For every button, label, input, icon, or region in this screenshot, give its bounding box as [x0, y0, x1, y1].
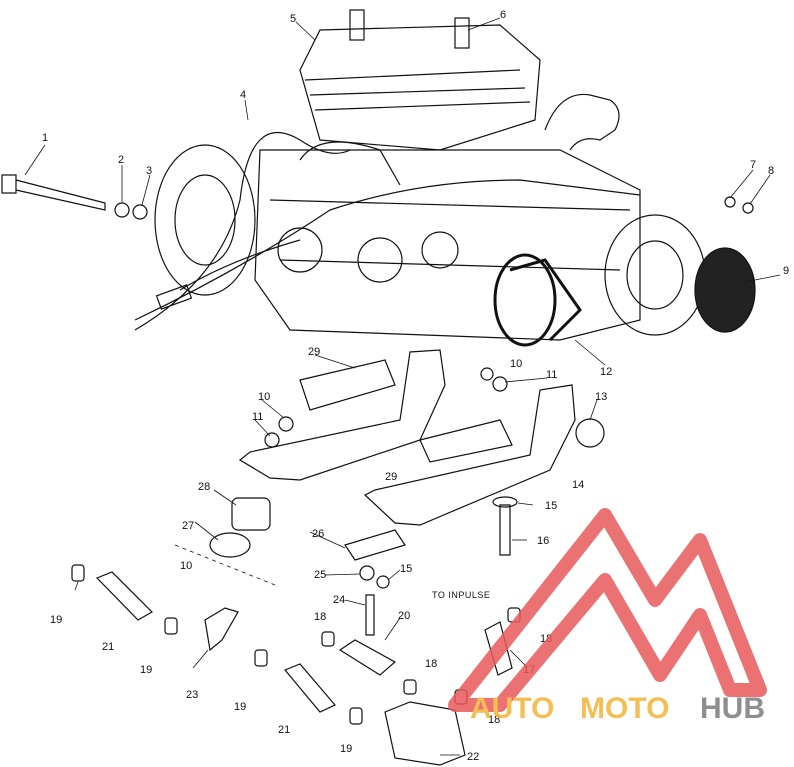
hose-21b — [284, 663, 336, 713]
washer-15 — [376, 575, 390, 589]
callout-20: 20 — [398, 610, 410, 622]
callout-9: 9 — [783, 265, 789, 277]
plug-13 — [575, 418, 605, 448]
cylinder-head — [299, 9, 541, 151]
callout-18a: 18 — [314, 611, 326, 623]
rubber-mount — [231, 497, 271, 531]
callout-18c: 18 — [488, 714, 500, 726]
long-bolt — [1, 174, 106, 211]
washer-11b — [492, 376, 508, 392]
mount-shim-left — [299, 359, 396, 411]
callout-19d: 19 — [340, 743, 352, 755]
nut-10 — [278, 416, 294, 432]
engine-mount-bracket-right — [363, 384, 576, 526]
hose-18b — [403, 679, 417, 695]
hose-19d — [349, 707, 363, 725]
callout-15a: 15 — [545, 500, 557, 512]
screw-right — [742, 202, 754, 214]
washer-11 — [264, 432, 280, 448]
watermark-moto: MOTO — [580, 692, 669, 725]
callout-12: 12 — [600, 366, 612, 378]
callout-22: 22 — [467, 751, 479, 763]
callout-2: 2 — [118, 154, 124, 166]
fitting-23 — [204, 607, 239, 652]
cable-connector — [155, 284, 193, 310]
callout-11a: 11 — [252, 411, 263, 423]
mount-shim-right — [419, 419, 513, 463]
washer-25 — [359, 565, 375, 581]
callout-4: 4 — [240, 89, 246, 101]
hose-20 — [338, 639, 397, 676]
callout-10c: 10 — [180, 560, 192, 572]
air-intake-grill — [694, 247, 756, 333]
engine-mount-bracket-left — [238, 349, 446, 481]
callout-25: 25 — [314, 569, 326, 581]
callout-7: 7 — [750, 159, 756, 171]
mount-plate — [209, 532, 251, 558]
callout-13: 13 — [595, 391, 607, 403]
intake-hose — [493, 253, 582, 347]
callout-5: 5 — [290, 13, 296, 25]
recoil-housing — [154, 144, 256, 296]
washer-right — [724, 196, 736, 208]
nut — [132, 204, 148, 220]
washer-15b — [492, 496, 518, 508]
callout-18b: 18 — [425, 658, 437, 670]
callout-8: 8 — [768, 165, 774, 177]
callout-24: 24 — [333, 594, 345, 606]
callout-10b: 10 — [510, 358, 522, 370]
callout-19c: 19 — [234, 701, 246, 713]
washer — [114, 202, 130, 218]
clutch-cover — [604, 214, 706, 336]
bolt-16 — [499, 504, 511, 556]
hose-19c — [254, 649, 268, 667]
watermark-auto: AUTO — [470, 692, 554, 725]
hose-18a — [321, 631, 335, 647]
callout-21: 21 — [102, 641, 114, 653]
callout-6: 6 — [500, 9, 506, 21]
callout-26: 26 — [312, 528, 324, 540]
plate-26 — [344, 529, 406, 561]
watermark-hub: HUB — [700, 692, 765, 725]
watermark: AUTO MOTO HUB — [448, 508, 767, 725]
callout-1: 1 — [42, 132, 48, 144]
callout-10a: 10 — [258, 391, 270, 403]
callout-28: 28 — [198, 481, 210, 493]
callout-23: 23 — [186, 689, 198, 701]
callout-29b: 29 — [385, 471, 397, 483]
nut-10b — [480, 367, 494, 381]
hose-21 — [95, 571, 153, 621]
callout-11b: 11 — [546, 369, 557, 381]
callout-29a: 29 — [308, 346, 320, 358]
callout-27: 27 — [182, 520, 194, 532]
hose-19b — [164, 617, 178, 635]
callout-21b: 21 — [278, 724, 290, 736]
throttle-cables — [134, 131, 641, 331]
callout-3: 3 — [146, 165, 152, 177]
watermark-logo-icon — [448, 508, 767, 712]
note-to-inpulse: TO INPULSE — [432, 590, 490, 600]
callout-19b: 19 — [140, 664, 152, 676]
housing-22 — [384, 701, 466, 766]
callout-16: 16 — [537, 535, 549, 547]
hose-19a — [71, 564, 85, 582]
callout-labels: 1 2 3 4 5 6 7 8 9 10 11 12 13 14 29 29 1… — [42, 9, 789, 763]
engine-block — [254, 149, 641, 341]
bolt-24 — [365, 594, 375, 636]
callout-14: 14 — [572, 479, 584, 491]
callout-19a: 19 — [50, 614, 62, 626]
exhaust-pipe — [544, 93, 620, 151]
callout-15b: 15 — [400, 563, 412, 575]
